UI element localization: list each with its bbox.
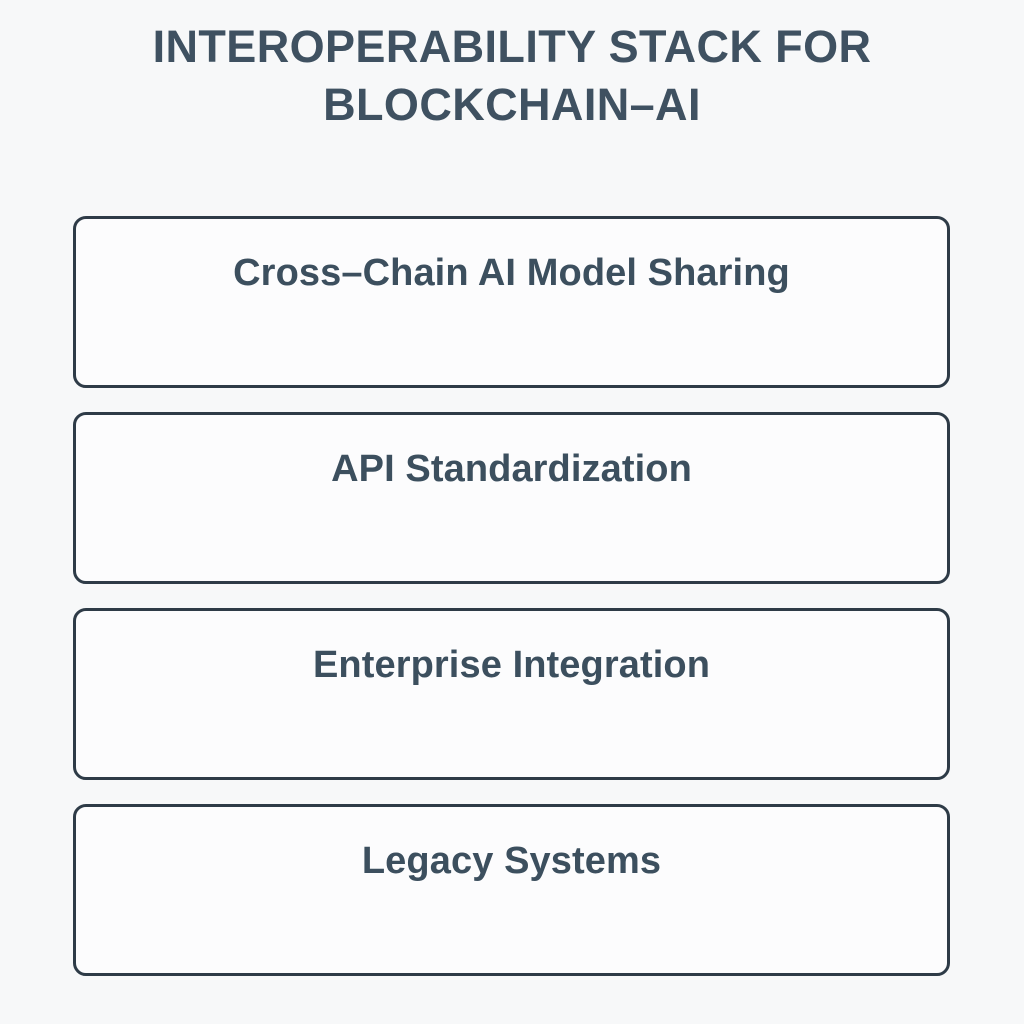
page-title: INTEROPERABILITY STACK FOR BLOCKCHAIN–AI: [0, 18, 1024, 134]
page-title-line-1: INTEROPERABILITY STACK FOR: [152, 21, 872, 72]
stack-layer-label: API Standardization: [331, 448, 692, 490]
stack-layer-label: Legacy Systems: [361, 840, 662, 882]
stack-layer-enterprise-integration[interactable]: Enterprise Integration: [73, 608, 950, 780]
stack-layer-cross-chain-ai-model-sharing[interactable]: Cross–Chain AI Model Sharing: [73, 216, 950, 388]
stack-layer-legacy-systems[interactable]: Legacy Systems: [73, 804, 950, 976]
stack-layer-label: Cross–Chain AI Model Sharing: [233, 252, 790, 294]
stack-layer-api-standardization[interactable]: API Standardization: [73, 412, 950, 584]
stack-layer-label: Enterprise Integration: [312, 644, 711, 686]
page-title-line-2: BLOCKCHAIN–AI: [323, 79, 701, 130]
interoperability-stack: Cross–Chain AI Model Sharing API Standar…: [73, 216, 950, 976]
